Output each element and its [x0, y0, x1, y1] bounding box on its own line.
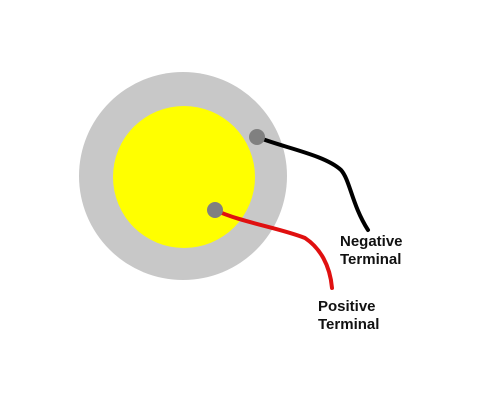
positive-terminal-label-line2: Terminal — [318, 316, 379, 333]
positive-wire — [213, 208, 334, 290]
positive-terminal-label-line1: Positive — [318, 298, 376, 315]
negative-wire — [255, 135, 370, 232]
negative-terminal-label-line1: Negative — [340, 233, 403, 250]
negative-terminal-label-line2: Terminal — [340, 251, 401, 268]
negative-terminal-dot — [249, 129, 265, 145]
inner-ceramic-disc — [113, 106, 255, 248]
positive-terminal-dot — [207, 202, 223, 218]
